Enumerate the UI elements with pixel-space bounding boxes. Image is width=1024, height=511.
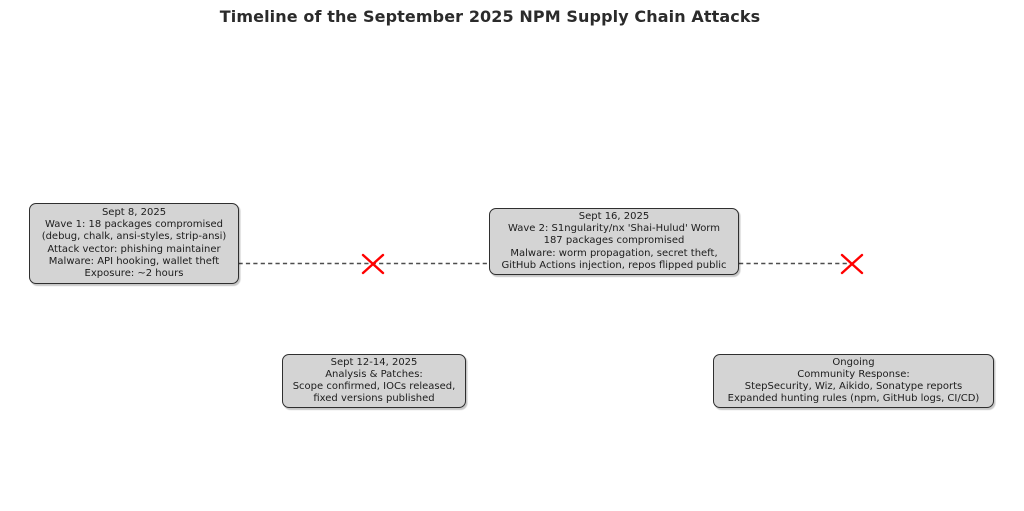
event-text-line: GitHub Actions injection, repos flipped … <box>501 259 727 271</box>
event-text-line: (debug, chalk, ansi-styles, strip-ansi) <box>41 231 227 243</box>
event-text-line: Scope confirmed, IOCs released, <box>292 381 456 392</box>
event-box-analysis-patches: Sept 12-14, 2025 Analysis & Patches: Sco… <box>282 354 466 408</box>
event-text-line: fixed versions published <box>313 393 435 405</box>
event-text-line: 187 packages compromised <box>543 235 685 247</box>
event-date: Sept 8, 2025 <box>101 206 167 218</box>
event-date: Ongoing <box>832 356 875 368</box>
event-text-line: Malware: API hooking, wallet theft <box>48 255 220 267</box>
event-date: Sept 12-14, 2025 <box>330 356 418 368</box>
event-text-line: Expanded hunting rules (npm, GitHub logs… <box>727 393 980 405</box>
event-text-line: Analysis & Patches: <box>325 368 423 380</box>
event-text-line: Wave 1: 18 packages compromised <box>45 219 223 231</box>
event-text-line: Malware: worm propagation, secret theft, <box>510 247 718 259</box>
event-box-wave1: Sept 8, 2025 Wave 1: 18 packages comprom… <box>29 203 239 284</box>
event-date: Sept 16, 2025 <box>578 210 650 222</box>
event-text-line: Wave 2: S1ngularity/nx 'Shai-Hulud' Worm <box>507 223 720 235</box>
event-box-wave2: Sept 16, 2025 Wave 2: S1ngularity/nx 'Sh… <box>489 208 739 275</box>
x-marker-icon <box>840 253 864 275</box>
x-marker-icon <box>361 253 385 275</box>
event-text-line: Community Response: <box>797 368 910 380</box>
event-text-line: Attack vector: phishing maintainer <box>47 243 221 255</box>
event-text-line: Exposure: ~2 hours <box>84 267 184 279</box>
event-text-line: StepSecurity, Wiz, Aikido, Sonatype repo… <box>744 381 963 392</box>
figure-title: Timeline of the September 2025 NPM Suppl… <box>219 7 761 26</box>
event-box-community-response: Ongoing Community Response: StepSecurity… <box>713 354 994 408</box>
